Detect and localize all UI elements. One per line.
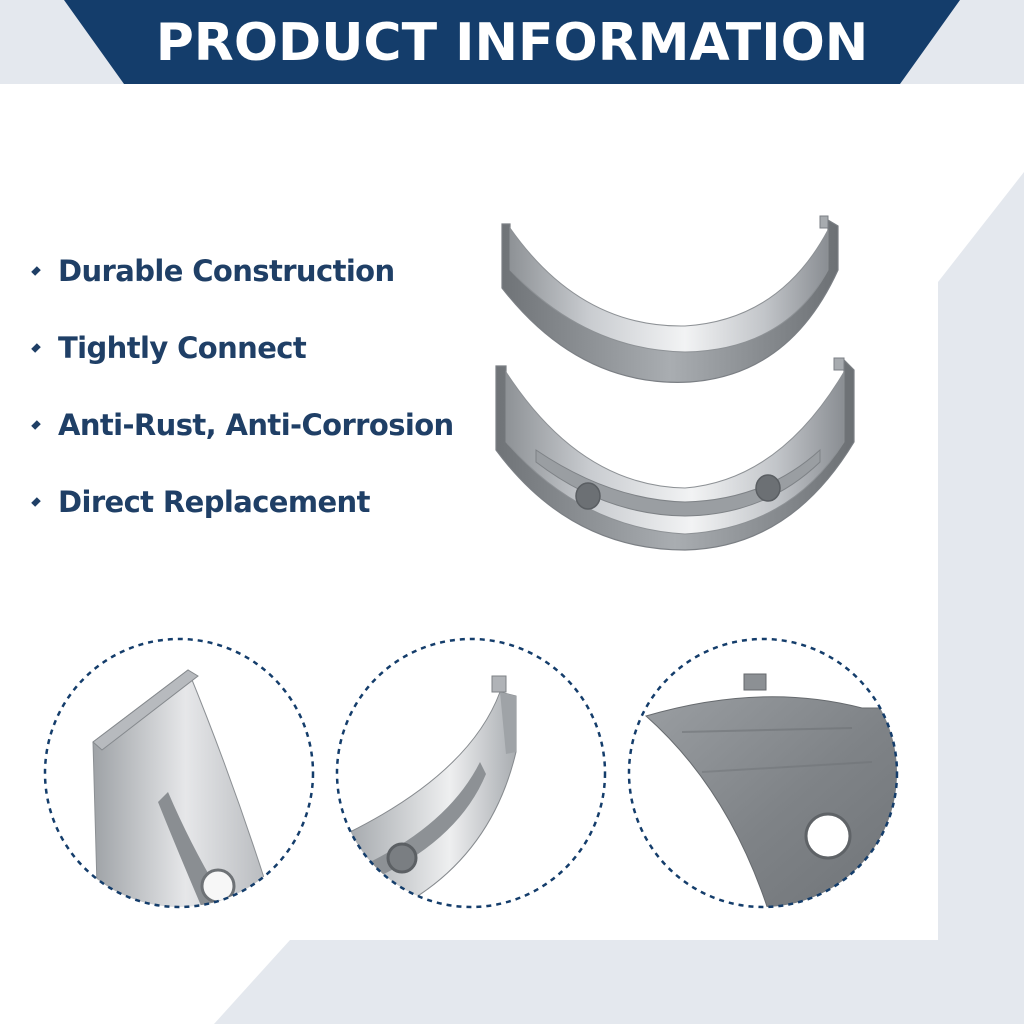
feature-item: Durable Construction xyxy=(30,232,470,309)
diamond-icon xyxy=(31,496,41,507)
diamond-icon xyxy=(31,265,41,276)
feature-item: Anti-Rust, Anti-Corrosion xyxy=(30,386,470,463)
diamond-icon xyxy=(31,419,41,430)
detail-circle-tab-closeup xyxy=(335,637,607,909)
page-title: PRODUCT INFORMATION xyxy=(155,13,869,73)
header-banner: PRODUCT INFORMATION xyxy=(0,0,1024,84)
diamond-icon xyxy=(31,342,41,353)
feature-list: Durable Construction Tightly Connect Ant… xyxy=(30,232,470,540)
feature-label: Tightly Connect xyxy=(58,330,307,365)
feature-item: Direct Replacement xyxy=(30,463,470,540)
lower-bearing-shell xyxy=(495,357,855,551)
feature-label: Direct Replacement xyxy=(58,484,370,519)
upper-bearing-shell xyxy=(501,215,839,383)
detail-circle-edge-closeup xyxy=(43,637,315,909)
feature-label: Anti-Rust, Anti-Corrosion xyxy=(58,407,454,442)
feature-item: Tightly Connect xyxy=(30,309,470,386)
bearing-shells-product-image xyxy=(495,215,855,551)
detail-circle-back-surface-closeup xyxy=(627,637,899,909)
feature-label: Durable Construction xyxy=(58,253,395,288)
